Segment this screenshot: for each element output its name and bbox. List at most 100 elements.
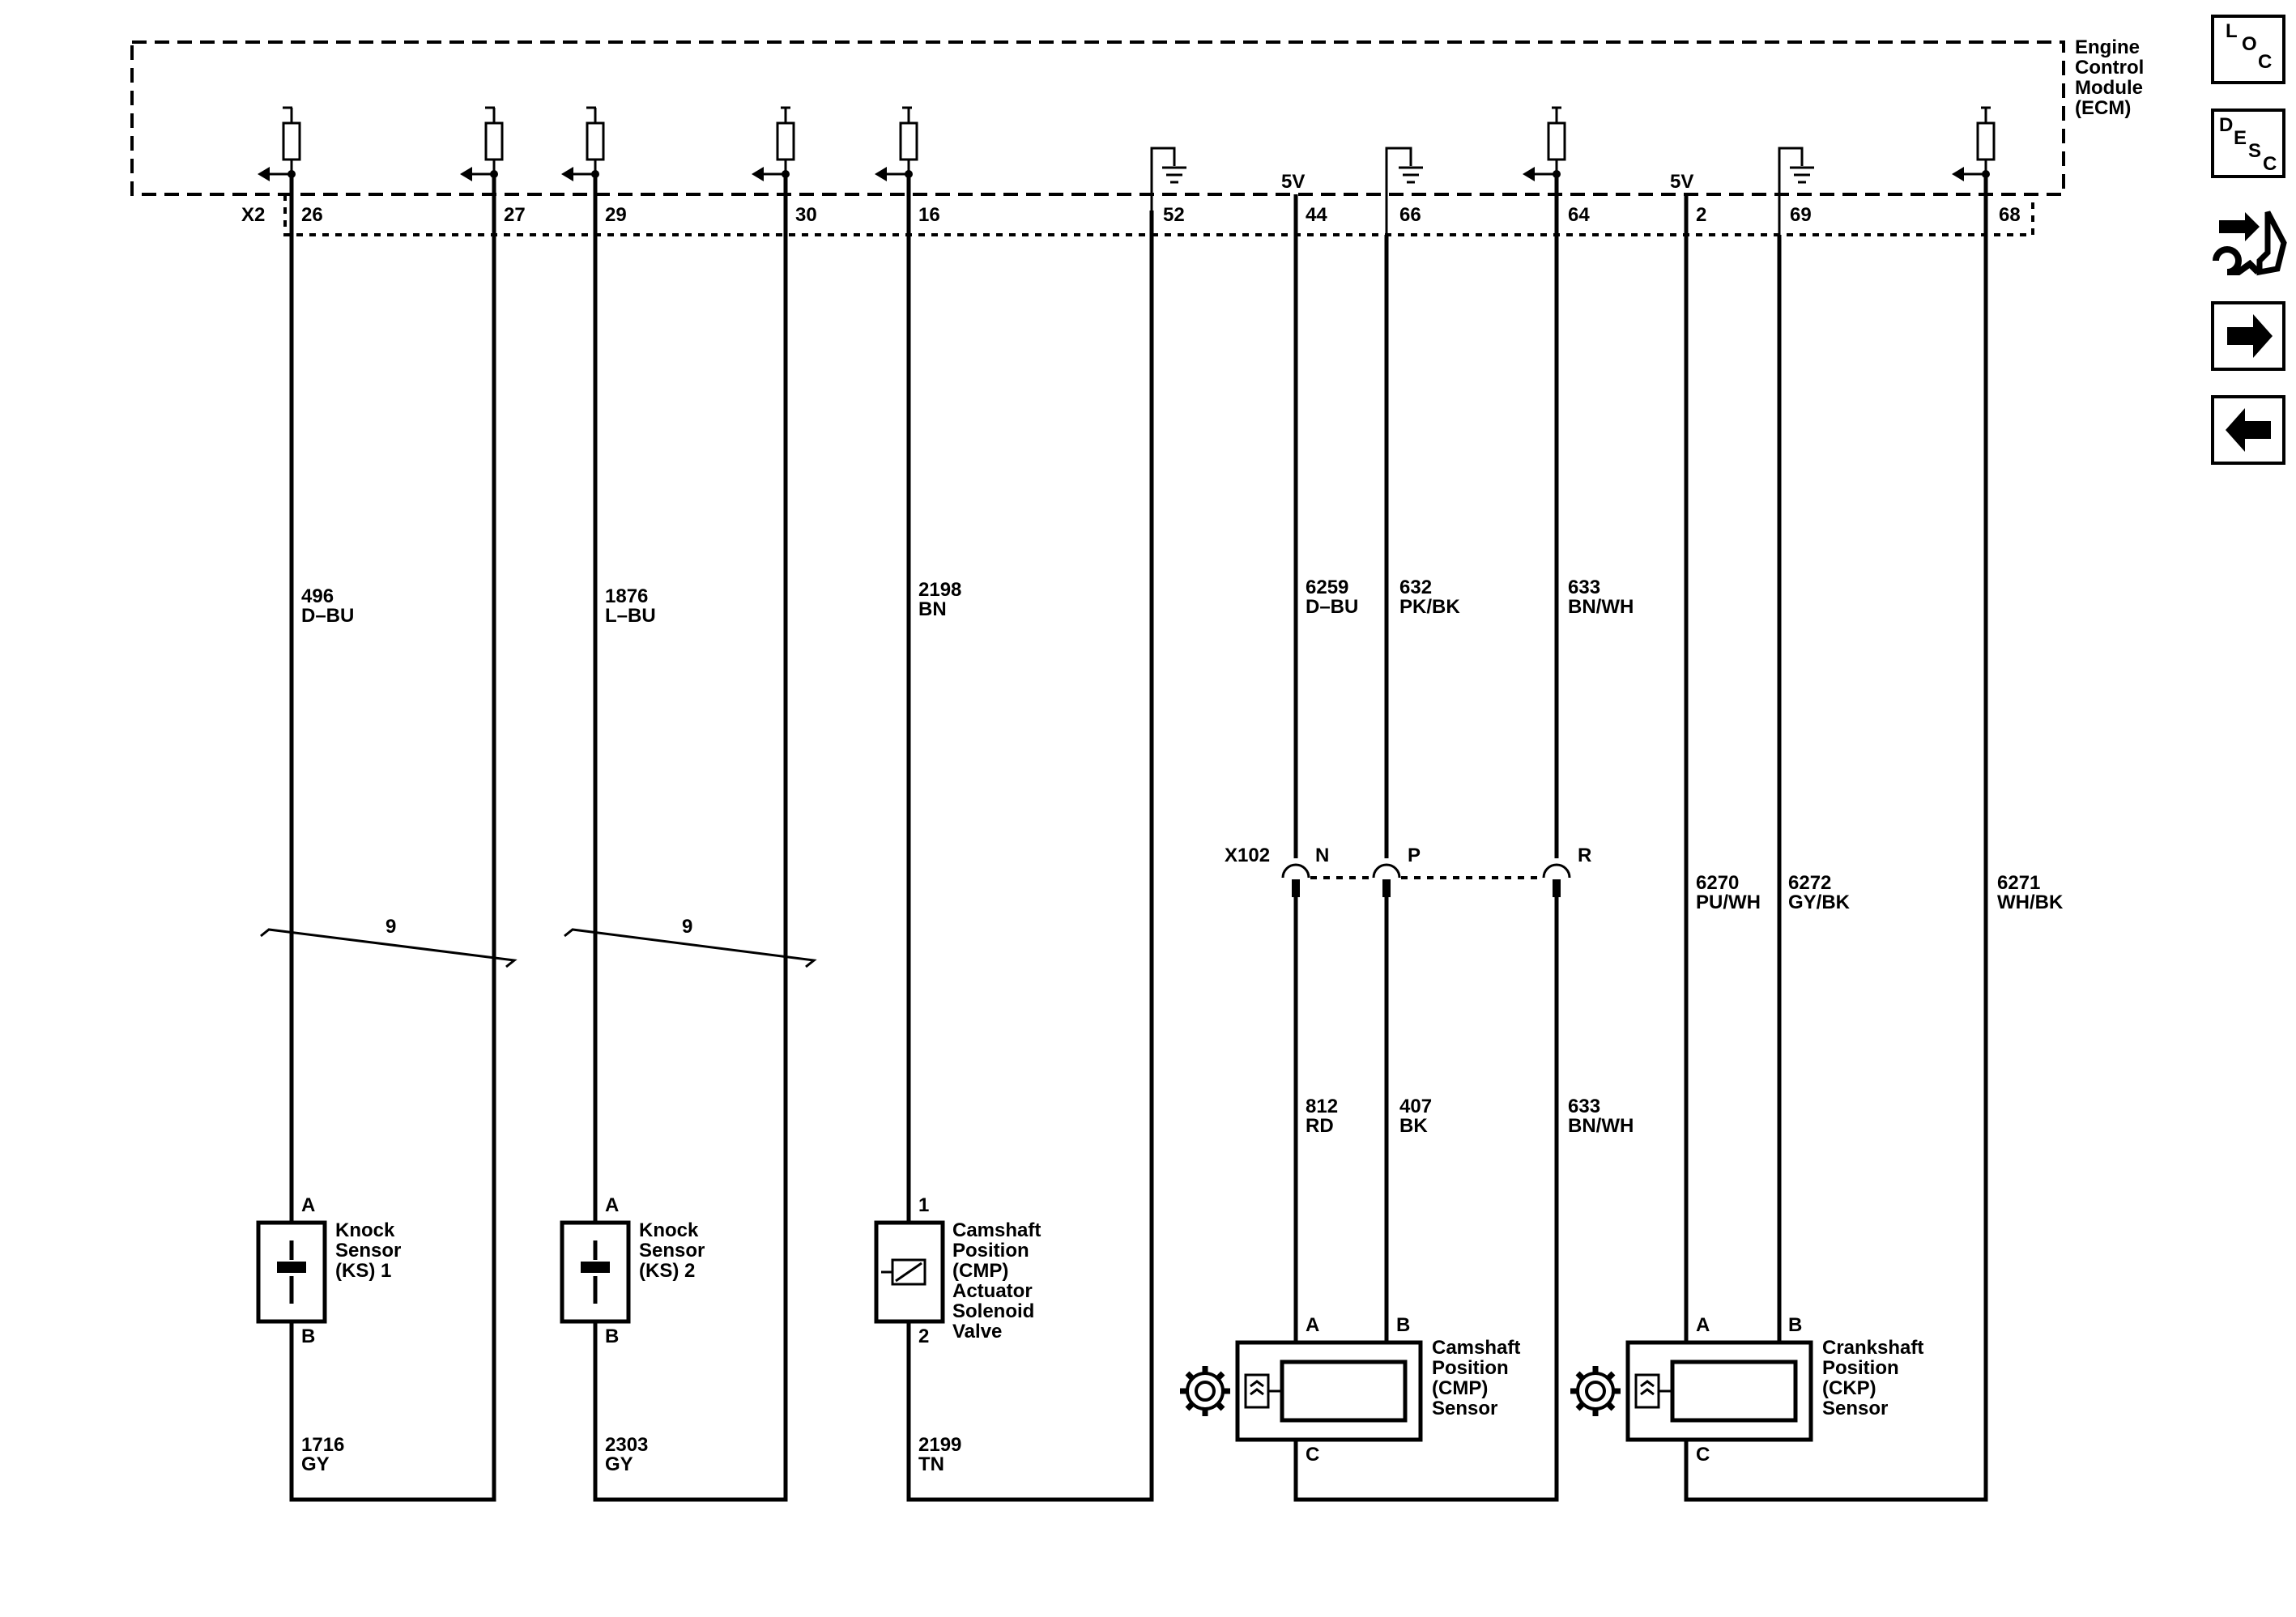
wire-number: 6271 <box>1997 872 2040 894</box>
wire-number: 6259 <box>1306 577 1348 598</box>
component-label: Sensor <box>1432 1398 1497 1419</box>
connector-pin-n: N <box>1315 845 1329 866</box>
pin-b: B <box>605 1326 619 1347</box>
wire-number: 1876 <box>605 585 648 607</box>
ecm-title-line-2: Control <box>2075 57 2144 79</box>
wire-color: GY <box>605 1453 633 1475</box>
ground-icon <box>1778 147 1814 235</box>
pin-a: A <box>605 1194 619 1216</box>
loc-letter: C <box>2258 51 2272 73</box>
pin-label: 44 <box>1306 204 1327 226</box>
ecm-grounds: 5V 5V <box>1150 147 1814 235</box>
wire-labels: 496 D–BU 1876 L–BU 2198 BN 6259 D–BU 632… <box>301 577 2064 1475</box>
pin-b: B <box>301 1326 315 1347</box>
ecm-terminals <box>258 106 1996 181</box>
terminal-64 <box>1523 106 1566 181</box>
wire-color: D–BU <box>301 605 354 627</box>
cmp-sensor: A B C Camshaft Position (CMP) Sensor <box>1180 1314 1520 1466</box>
connector-x102: X102 N P R <box>1225 845 1591 897</box>
pin-2: 2 <box>918 1326 929 1347</box>
component-label: Knock <box>639 1219 699 1241</box>
pin-label: 27 <box>504 204 526 226</box>
component-label: Position <box>952 1240 1029 1262</box>
wire-number: 633 <box>1568 577 1600 598</box>
ecm-title-line-3: Module <box>2075 77 2143 99</box>
supply-5v-pin2: 5V <box>1670 171 1693 193</box>
wire-color: BN/WH <box>1568 1115 1634 1137</box>
wire-number: 496 <box>301 585 334 607</box>
loc-letter: O <box>2242 33 2257 55</box>
pin-b: B <box>1788 1314 1802 1336</box>
pin-c: C <box>1306 1444 1319 1466</box>
component-label: (CMP) <box>1432 1377 1488 1399</box>
wire-ks1-return <box>289 174 496 1502</box>
wire-color: TN <box>918 1453 944 1475</box>
wire-color: BK <box>1399 1115 1428 1137</box>
pin-label: 29 <box>605 204 627 226</box>
wire-color: PK/BK <box>1399 596 1460 618</box>
ckp-sensor: A B C Crankshaft Position (CKP) Sensor <box>1570 1314 1923 1466</box>
terminal-30 <box>752 106 795 181</box>
component-label: Actuator <box>952 1280 1033 1302</box>
component-label: Position <box>1432 1357 1509 1379</box>
loc-button[interactable]: L O C <box>2211 15 2285 84</box>
connector-tool-icon[interactable] <box>2213 211 2287 276</box>
loc-letter: L <box>2226 20 2238 42</box>
pin-label: 68 <box>1999 204 2021 226</box>
gear-icon <box>1570 1366 1621 1416</box>
connector-pin-p: P <box>1408 845 1421 866</box>
wire-color: GY <box>301 1453 330 1475</box>
pin-label: 66 <box>1399 204 1421 226</box>
wire-color: WH/BK <box>1997 891 2064 913</box>
component-label: Solenoid <box>952 1300 1034 1322</box>
component-label: (CMP) <box>952 1260 1008 1282</box>
component-label: (CKP) <box>1822 1377 1876 1399</box>
pin-label: 69 <box>1790 204 1812 226</box>
wire-ckp-signal <box>1684 174 1988 1502</box>
component-label: Knock <box>335 1219 395 1241</box>
wire-solenoid-return <box>906 211 1154 1502</box>
pin-a: A <box>1696 1314 1710 1336</box>
connector-pin-r: R <box>1578 845 1591 866</box>
wire-color: GY/BK <box>1788 891 1851 913</box>
pin-c: C <box>1696 1444 1710 1466</box>
wire-number: 1716 <box>301 1434 344 1456</box>
desc-letter: S <box>2248 140 2261 162</box>
wire-number: 632 <box>1399 577 1432 598</box>
wires <box>289 174 1988 1502</box>
desc-letter: D <box>2219 114 2233 136</box>
connector-x102-name: X102 <box>1225 845 1270 866</box>
component-label: Camshaft <box>952 1219 1041 1241</box>
twisted-pair-markers: 9 9 <box>260 916 817 968</box>
wire-color: PU/WH <box>1696 891 1761 913</box>
wire-number: 2198 <box>918 579 961 601</box>
pin-1: 1 <box>918 1194 929 1216</box>
pin-label: 16 <box>918 204 940 226</box>
desc-button[interactable]: D E S C <box>2211 109 2285 178</box>
twisted-pair-label: 9 <box>386 916 396 938</box>
cmp-actuator-solenoid: 1 2 Camshaft Position (CMP) Actuator Sol… <box>874 1194 1041 1347</box>
pin-b: B <box>1396 1314 1410 1336</box>
pin-a: A <box>301 1194 315 1216</box>
wire-number: 2199 <box>918 1434 961 1456</box>
pin-a: A <box>1306 1314 1319 1336</box>
ecm-module: Engine Control Module (ECM) X2 <box>130 36 2144 236</box>
terminal-29 <box>561 106 605 181</box>
knock-sensor-1: A B Knock Sensor (KS) 1 <box>256 1194 401 1347</box>
wire-ks2-return <box>593 174 788 1502</box>
forward-arrow-icon[interactable] <box>2211 301 2285 371</box>
ecm-title-line-4: (ECM) <box>2075 97 2131 119</box>
terminal-26 <box>258 106 301 181</box>
ecm-title-line-1: Engine <box>2075 36 2140 58</box>
knock-sensor-2: A B Knock Sensor (KS) 2 <box>560 1194 705 1347</box>
twisted-pair-label: 9 <box>682 916 692 938</box>
ecm-connector-x2: X2 <box>241 204 265 226</box>
pin-label: 26 <box>301 204 323 226</box>
wire-number: 633 <box>1568 1096 1600 1117</box>
wire-color: BN <box>918 598 947 620</box>
back-arrow-icon[interactable] <box>2211 395 2285 465</box>
nav-panel: L O C D E S C <box>2211 15 2287 465</box>
terminal-16 <box>875 106 918 181</box>
pin-label: 2 <box>1696 204 1706 226</box>
